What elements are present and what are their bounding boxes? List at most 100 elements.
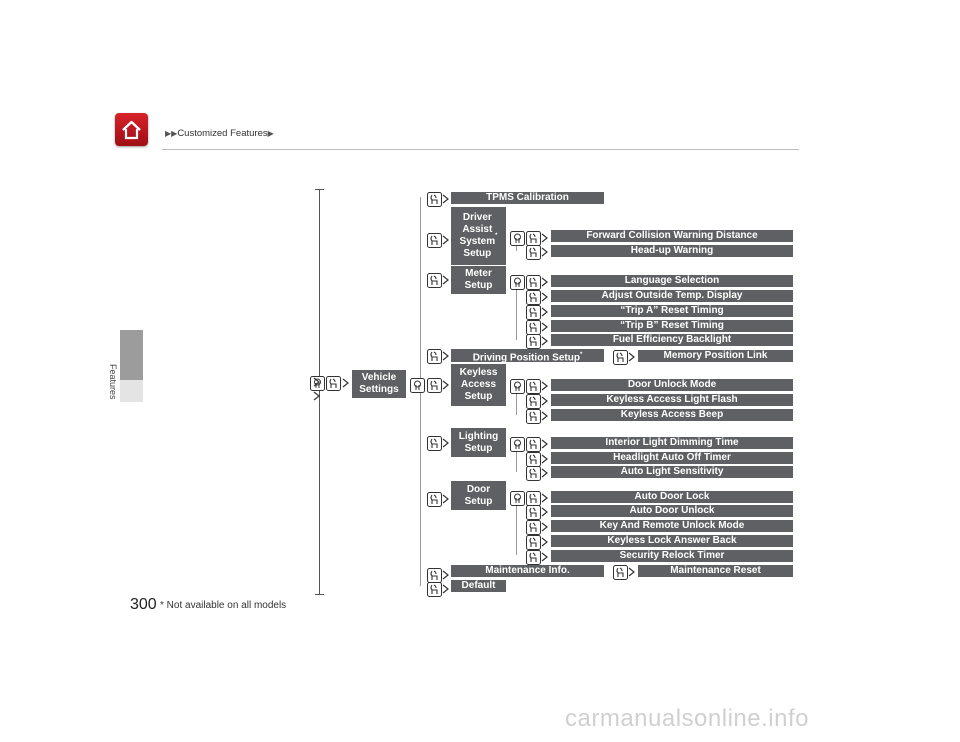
item-auto-door-lock[interactable]: Auto Door Lock <box>551 491 793 503</box>
arrow-right-icon <box>313 391 320 401</box>
driver-assist-label: Driver Assist System Setup <box>459 212 496 259</box>
item-trip-a-reset[interactable]: “Trip A” Reset Timing <box>551 305 793 317</box>
touch-icon <box>510 437 525 452</box>
door-setup[interactable]: Door Setup <box>451 481 506 510</box>
voice-command-icon <box>526 437 541 452</box>
arrow-right-icon <box>541 233 548 243</box>
home-icon <box>122 120 141 140</box>
arrow-right-icon <box>541 381 548 391</box>
voice-command-icon <box>427 273 442 288</box>
arrow-right-icon <box>442 584 449 594</box>
connector-keyless <box>516 385 517 415</box>
item-head-up-warning[interactable]: Head-up Warning <box>551 245 793 257</box>
arrow-right-icon <box>442 235 449 245</box>
arrow-right-icon <box>541 277 548 287</box>
voice-command-icon <box>526 550 541 565</box>
arrow-right-icon <box>628 352 635 362</box>
voice-command-icon <box>526 520 541 535</box>
arrow-right-icon <box>442 380 449 390</box>
voice-command-icon <box>526 379 541 394</box>
item-keyless-light-flash[interactable]: Keyless Access Light Flash <box>551 394 793 406</box>
driving-position-asterisk: * <box>579 352 583 358</box>
arrow-right-icon <box>541 522 548 532</box>
item-memory-position-link[interactable]: Memory Position Link <box>638 350 793 362</box>
voice-command-icon <box>526 491 541 506</box>
lighting-setup[interactable]: Lighting Setup <box>451 428 506 457</box>
voice-command-icon <box>427 582 442 597</box>
arrow-right-icon <box>541 493 548 503</box>
arrow-right-icon <box>541 507 548 517</box>
arrow-right-icon <box>442 570 449 580</box>
voice-command-icon <box>427 492 442 507</box>
arrow-right-icon <box>541 411 548 421</box>
touch-icon <box>510 275 525 290</box>
voice-command-icon <box>427 436 442 451</box>
arrow-right-icon <box>342 378 349 388</box>
footnote: * Not available on all models <box>160 600 287 611</box>
item-forward-collision[interactable]: Forward Collision Warning Distance <box>551 230 793 242</box>
item-maintenance-reset[interactable]: Maintenance Reset <box>638 565 793 577</box>
driving-position-setup[interactable]: Driving Position Setup* <box>451 349 604 363</box>
voice-command-icon <box>526 452 541 467</box>
header-divider <box>162 149 799 150</box>
keyless-access-setup[interactable]: Keyless Access Setup <box>451 364 506 406</box>
voice-command-icon <box>427 378 442 393</box>
arrow-right-icon <box>442 275 449 285</box>
arrow-right-icon <box>541 336 548 346</box>
watermark: carmanualsonline.info <box>565 705 809 732</box>
sidebar-tab[interactable] <box>120 330 143 380</box>
voice-command-icon <box>613 565 628 580</box>
item-auto-light-sensitivity[interactable]: Auto Light Sensitivity <box>551 466 793 478</box>
voice-command-icon <box>526 505 541 520</box>
rail-cap-bottom <box>315 594 324 595</box>
arrow-right-icon <box>541 396 548 406</box>
meter-setup[interactable]: Meter Setup <box>451 266 506 294</box>
item-keyless-lock-answer[interactable]: Keyless Lock Answer Back <box>551 535 793 547</box>
voice-command-icon <box>526 231 541 246</box>
arrow-right-icon <box>541 454 548 464</box>
breadcrumb: ▶▶Customized Features▶ <box>165 128 274 139</box>
tpms-calibration[interactable]: TPMS Calibration <box>451 192 604 204</box>
item-door-unlock-mode[interactable]: Door Unlock Mode <box>551 379 793 391</box>
driver-assist-asterisk: * <box>495 233 498 239</box>
arrow-right-icon <box>442 438 449 448</box>
breadcrumb-link[interactable]: Customized Features <box>177 128 268 139</box>
arrow-right-icon <box>442 351 449 361</box>
arrow-right-icon <box>313 377 320 387</box>
driver-assist-setup[interactable]: Driver Assist System Setup* <box>451 207 506 265</box>
item-interior-light-dimming[interactable]: Interior Light Dimming Time <box>551 437 793 449</box>
arrow-right-icon <box>541 537 548 547</box>
voice-command-icon <box>326 376 341 391</box>
voice-command-icon <box>526 320 541 335</box>
touch-icon <box>510 231 525 246</box>
voice-command-icon <box>427 349 442 364</box>
connector-meter <box>516 282 517 340</box>
sidebar-tab-light <box>120 380 143 402</box>
connector-lighting <box>516 443 517 472</box>
voice-command-icon <box>427 233 442 248</box>
arrow-right-icon <box>541 307 548 317</box>
item-key-remote-unlock[interactable]: Key And Remote Unlock Mode <box>551 520 793 532</box>
voice-command-icon <box>526 290 541 305</box>
default-setting[interactable]: Default <box>451 580 506 592</box>
touch-icon <box>510 379 525 394</box>
item-auto-door-unlock[interactable]: Auto Door Unlock <box>551 505 793 517</box>
item-headlight-auto-off[interactable]: Headlight Auto Off Timer <box>551 452 793 464</box>
item-security-relock[interactable]: Security Relock Timer <box>551 550 793 562</box>
item-keyless-beep[interactable]: Keyless Access Beep <box>551 409 793 421</box>
arrow-right-icon <box>541 322 548 332</box>
maintenance-info[interactable]: Maintenance Info. <box>451 565 604 577</box>
arrow-right-icon <box>541 439 548 449</box>
voice-command-icon <box>427 568 442 583</box>
item-language-selection[interactable]: Language Selection <box>551 275 793 287</box>
arrow-right-icon <box>541 247 548 257</box>
item-fuel-efficiency-backlight[interactable]: Fuel Efficiency Backlight <box>551 334 793 346</box>
item-adjust-outside-temp[interactable]: Adjust Outside Temp. Display <box>551 290 793 302</box>
home-button[interactable] <box>115 113 148 146</box>
item-trip-b-reset[interactable]: “Trip B” Reset Timing <box>551 320 793 332</box>
arrow-right-icon <box>442 194 449 204</box>
vehicle-settings-root[interactable]: Vehicle Settings <box>352 370 406 398</box>
arrow-right-icon <box>628 567 635 577</box>
arrow-right-icon <box>442 494 449 504</box>
page-number: 300 <box>130 596 157 613</box>
